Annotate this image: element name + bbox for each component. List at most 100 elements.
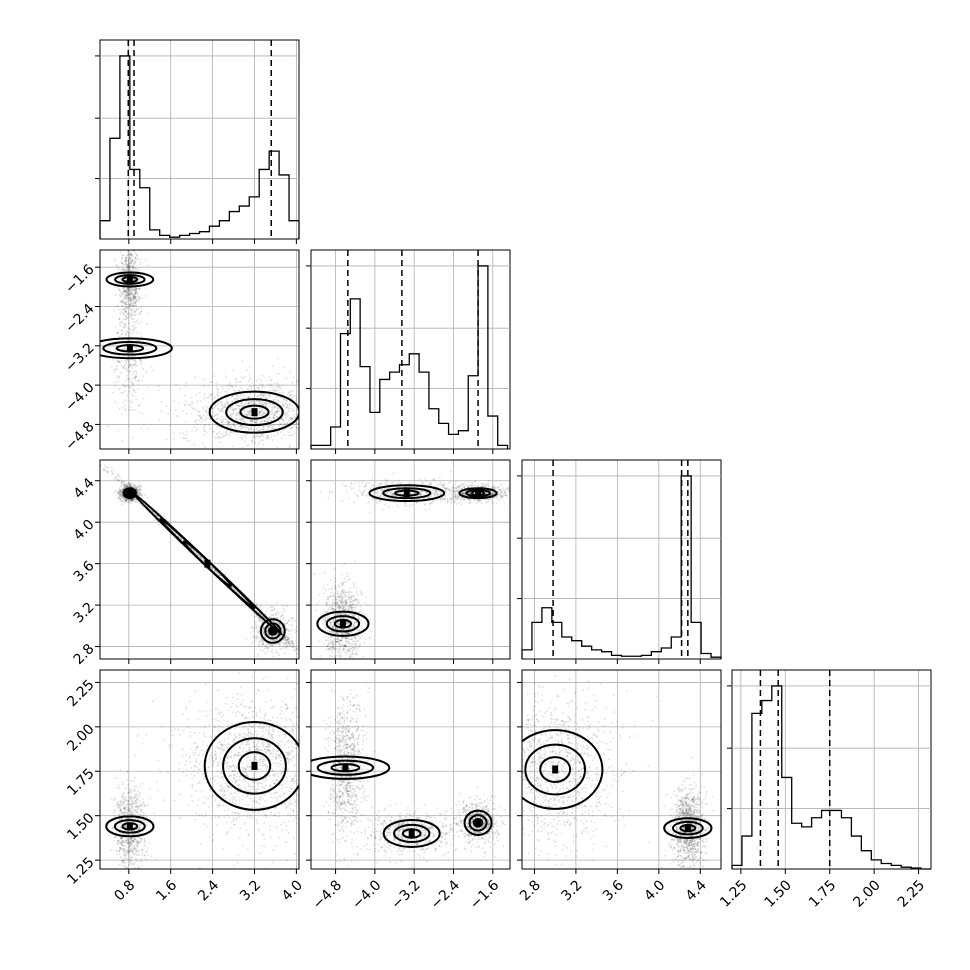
scatter-point [131, 499, 134, 502]
scatter-point [289, 418, 292, 421]
scatter-point [116, 278, 119, 280]
scatter-point [284, 636, 287, 639]
scatter-point [285, 645, 288, 648]
scatter-point [248, 410, 251, 412]
scatter-point [129, 312, 132, 315]
scatter-point [304, 435, 306, 437]
scatter-point [303, 400, 305, 402]
scatter-point [139, 490, 141, 492]
scatter-point [196, 409, 199, 412]
scatter-point [146, 427, 149, 430]
scatter-point [172, 399, 175, 402]
scatter-point [125, 311, 127, 313]
scatter-point [100, 461, 101, 463]
scatter-point [222, 387, 225, 390]
scatter-point [354, 598, 357, 601]
scatter-point [281, 628, 284, 631]
scatter-point [218, 580, 221, 583]
scatter-point [117, 308, 120, 311]
scatter-point [324, 674, 326, 676]
scatter-point [130, 317, 133, 319]
scatter-point [179, 387, 181, 390]
scatter-point [212, 567, 215, 570]
scatter-point [119, 484, 122, 487]
scatter-point [125, 307, 128, 310]
scatter-point [277, 389, 279, 391]
scatter-point [243, 409, 245, 412]
scatter-point [258, 429, 261, 432]
scatter-point [115, 490, 118, 493]
scatter-point [128, 266, 131, 268]
scatter-point [111, 472, 114, 475]
scatter-point [129, 399, 132, 402]
scatter-point [147, 386, 150, 389]
scatter-point [285, 402, 287, 405]
scatter-point [301, 652, 303, 654]
scatter-point [259, 393, 262, 396]
scatter-point [276, 610, 278, 613]
scatter-point [292, 424, 295, 427]
scatter-point [124, 295, 127, 298]
scatter-point [265, 403, 268, 405]
scatter-point [120, 413, 123, 415]
scatter-point [240, 416, 243, 419]
scatter-point [130, 486, 133, 488]
scatter-point [139, 312, 142, 315]
scatter-point [119, 292, 122, 295]
scatter-point [272, 424, 275, 427]
scatter-point [195, 552, 198, 555]
scatter-point [205, 410, 207, 413]
scatter-point [129, 253, 131, 256]
scatter-point [127, 260, 130, 262]
scatter-point [134, 256, 137, 259]
scatter-point [124, 408, 127, 410]
scatter-point [338, 607, 341, 610]
scatter-point [133, 302, 136, 305]
scatter-point [87, 450, 89, 452]
scatter-point [252, 615, 255, 618]
scatter-point [266, 434, 268, 437]
scatter-point [224, 573, 227, 576]
scatter-point [138, 277, 141, 280]
scatter-point [253, 621, 256, 624]
scatter-point [220, 437, 223, 439]
scatter-point [345, 623, 348, 626]
scatter-point [241, 426, 244, 429]
scatter-point [124, 291, 126, 293]
scatter-point [135, 486, 138, 488]
scatter-point [262, 631, 265, 633]
scatter-point [362, 405, 364, 407]
scatter-point [127, 482, 130, 485]
scatter-point [131, 256, 133, 259]
scatter-point [136, 487, 138, 490]
scatter-point [134, 292, 136, 295]
scatter-point [126, 484, 129, 487]
scatter-point [277, 372, 280, 375]
scatter-point [271, 605, 274, 608]
scatter-point [257, 637, 260, 640]
scatter-point [237, 404, 240, 407]
scatter-point [122, 499, 125, 502]
scatter-point [281, 418, 284, 421]
scatter-point [227, 426, 229, 428]
scatter-point [121, 489, 124, 492]
scatter-point [316, 404, 318, 406]
scatter-point [261, 433, 263, 436]
scatter-point [124, 332, 127, 335]
scatter-point [231, 395, 234, 397]
scatter-point [185, 437, 188, 440]
scatter-point [208, 396, 210, 399]
scatter-point [263, 635, 266, 637]
scatter-point [329, 622, 332, 625]
scatter-point [230, 385, 233, 388]
scatter-point [130, 291, 132, 294]
scatter-point [132, 382, 135, 385]
scatter-point [203, 395, 206, 398]
scatter-point [122, 392, 124, 395]
scatter-point [228, 434, 231, 437]
scatter-point [255, 419, 258, 422]
scatter-point [103, 468, 105, 471]
scatter-point [192, 549, 195, 552]
scatter-point [238, 412, 240, 415]
scatter-point [119, 312, 121, 315]
